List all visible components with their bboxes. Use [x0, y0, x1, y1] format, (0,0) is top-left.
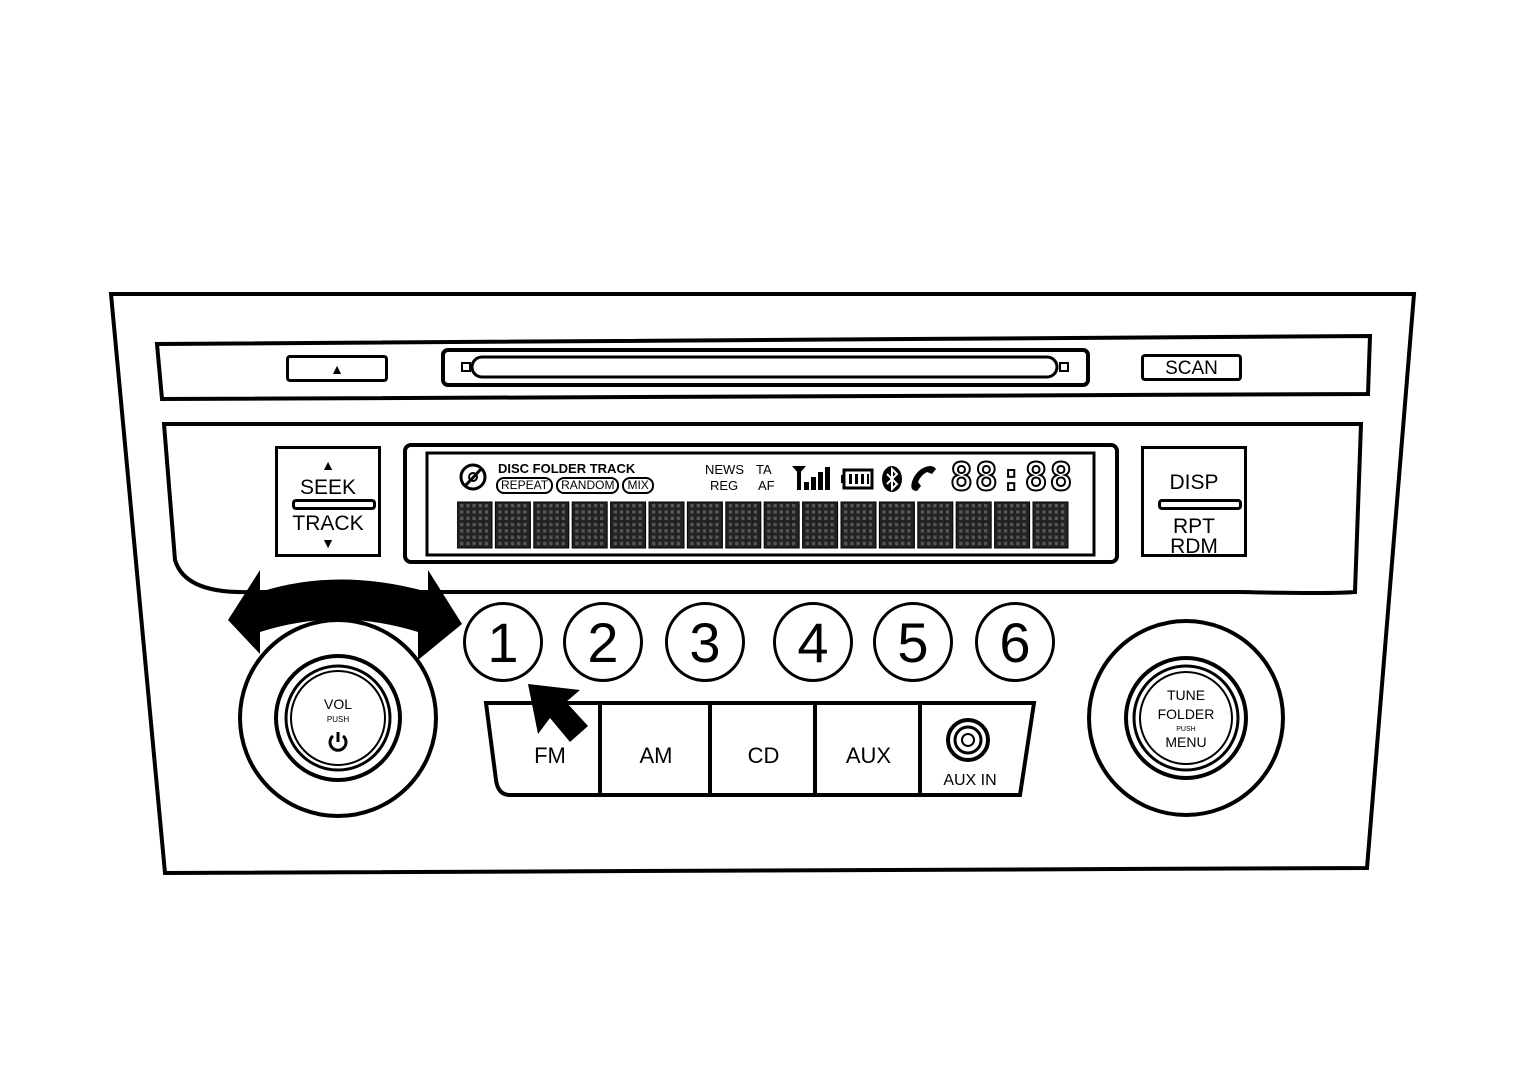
mix-indicator: MIX: [622, 477, 654, 494]
seek-up-arrow-icon: ▲: [321, 457, 335, 473]
phone-icon: [911, 466, 936, 491]
ta-label: TA: [756, 462, 772, 477]
disc-folder-track-label: DISC FOLDER TRACK: [498, 461, 636, 476]
preset-button-label: 2: [587, 610, 619, 674]
am-button-label: AM: [639, 743, 673, 768]
signal-strength-icon: [792, 466, 830, 490]
clock-display: 88:88: [949, 455, 1075, 499]
lcd-segment-block: [571, 501, 608, 549]
am-button[interactable]: AM: [602, 706, 710, 794]
bluetooth-icon: [882, 466, 902, 492]
rotate-arrow-icon: [228, 570, 462, 660]
pointer-arrow-icon: [528, 684, 588, 742]
disp-label: DISP: [1169, 471, 1219, 494]
preset-button-1[interactable]: 1: [463, 602, 543, 682]
preset-button-label: 1: [487, 610, 519, 674]
lcd-segment-block: [763, 501, 800, 549]
lcd-segment-block: [725, 501, 762, 549]
disc-icon: [459, 463, 487, 491]
preset-button-3[interactable]: 3: [665, 602, 745, 682]
seek-track-divider: [292, 499, 376, 510]
random-indicator: RANDOM: [556, 477, 620, 494]
cd-button-label: CD: [747, 743, 780, 768]
preset-button-5[interactable]: 5: [873, 602, 953, 682]
cd-button[interactable]: CD: [712, 706, 815, 794]
preset-button-label: 3: [689, 610, 721, 674]
lcd-segment-block: [686, 501, 723, 549]
reg-label: REG: [710, 478, 739, 493]
rdm-label: RDM: [1170, 535, 1218, 558]
vol-push-label: PUSH: [326, 715, 350, 724]
lcd-segment-block: [917, 501, 954, 549]
lcd-segment-block: [494, 501, 531, 549]
aux-in-label: AUX IN: [943, 772, 997, 789]
preset-button-6[interactable]: 6: [975, 602, 1055, 682]
disp-rpt-rdm-button[interactable]: DISP RPT RDM: [1141, 446, 1247, 557]
fm-button[interactable]: FM: [500, 706, 600, 794]
eject-icon: ▲: [330, 361, 344, 377]
lcd-segment-block: [878, 501, 915, 549]
tune-folder-knob[interactable]: TUNE FOLDER PUSH MENU: [1126, 658, 1246, 778]
scan-button-label: SCAN: [1165, 358, 1218, 379]
aux-button-label: AUX: [845, 743, 892, 768]
eject-button[interactable]: ▲: [286, 355, 388, 382]
lcd-segment-block: [1032, 501, 1069, 549]
preset-button-label: 6: [999, 610, 1031, 674]
preset-button-4[interactable]: 4: [773, 602, 853, 682]
segment-row: [457, 501, 1069, 549]
aux-in-jack[interactable]: [948, 720, 988, 760]
seek-track-button[interactable]: ▲ SEEK TRACK ▼: [275, 446, 381, 557]
af-label: AF: [758, 478, 775, 493]
disp-rpt-divider: [1158, 499, 1242, 510]
lcd-segment-block: [955, 501, 992, 549]
preset-button-label: 5: [897, 610, 929, 674]
lcd-segment-block: [648, 501, 685, 549]
rpt-label: RPT: [1173, 515, 1215, 538]
tune-label: TUNE: [1166, 687, 1206, 703]
lcd-segment-block: [610, 501, 647, 549]
fm-button-label: FM: [534, 743, 566, 768]
menu-label: MENU: [1165, 734, 1207, 750]
lcd-segment-block: [802, 501, 839, 549]
vol-label: VOL: [323, 696, 352, 712]
lcd-segment-block: [840, 501, 877, 549]
aux-button[interactable]: AUX: [817, 706, 920, 794]
lcd-segment-block: [994, 501, 1031, 549]
scan-button[interactable]: SCAN: [1141, 354, 1242, 381]
tune-push-label: PUSH: [1176, 726, 1196, 733]
folder-label: FOLDER: [1157, 706, 1215, 722]
track-label: TRACK: [292, 512, 364, 535]
lcd-segment-block: [533, 501, 570, 549]
preset-button-2[interactable]: 2: [563, 602, 643, 682]
news-label: NEWS: [705, 462, 744, 477]
power-icon: [328, 732, 348, 752]
repeat-indicator: REPEAT: [496, 477, 554, 494]
battery-icon: [841, 468, 874, 490]
mode-indicators: REPEAT RANDOM MIX: [496, 477, 654, 494]
preset-button-label: 4: [797, 610, 829, 674]
lcd-segment-block: [457, 501, 493, 549]
track-down-arrow-icon: ▼: [321, 535, 335, 551]
seek-label: SEEK: [299, 476, 357, 499]
volume-knob[interactable]: VOL PUSH: [276, 656, 400, 780]
lcd-display: DISC FOLDER TRACK REPEAT RANDOM MIX NEWS…: [430, 456, 1092, 553]
